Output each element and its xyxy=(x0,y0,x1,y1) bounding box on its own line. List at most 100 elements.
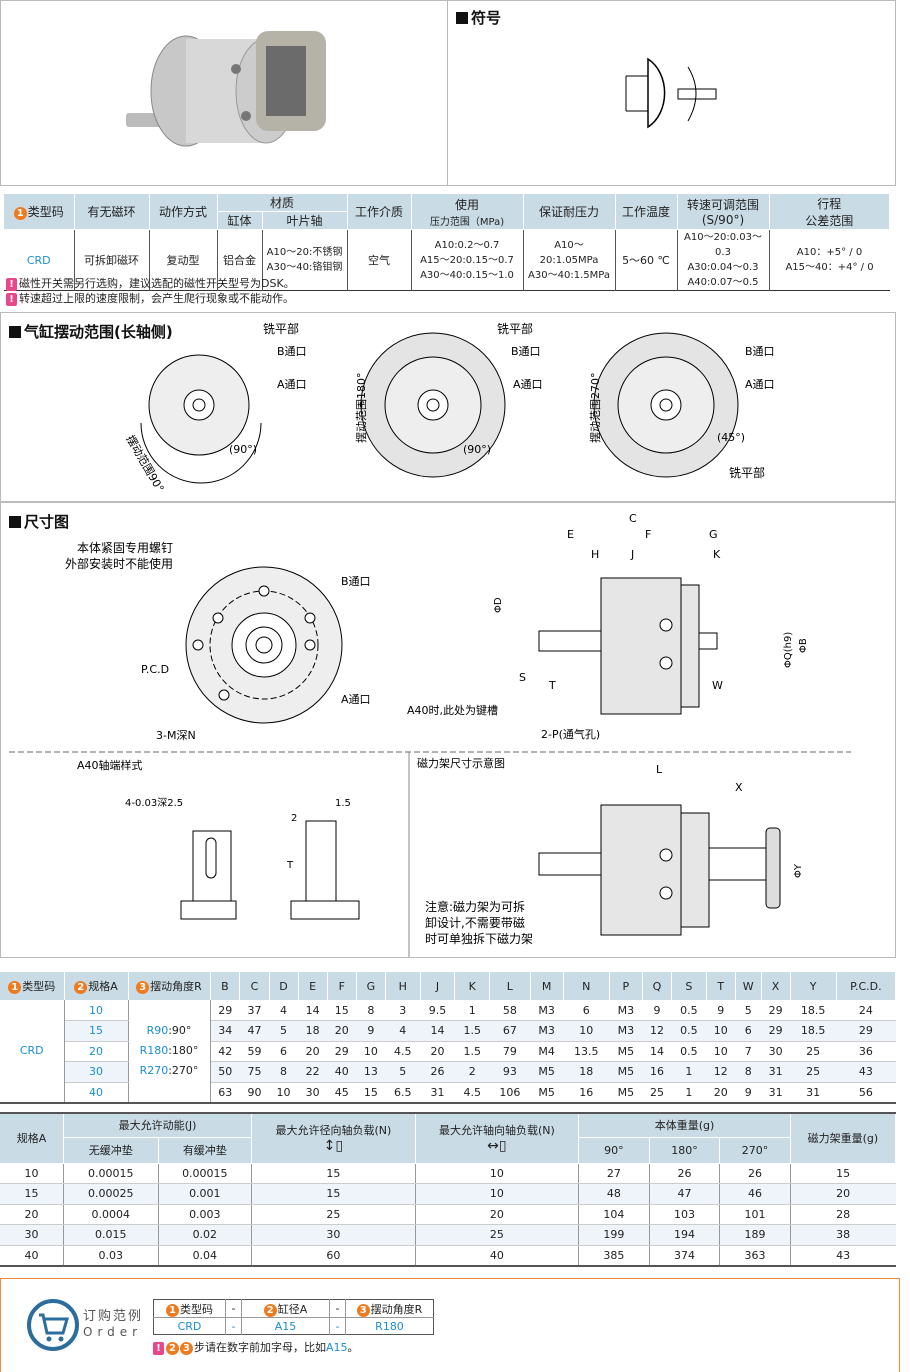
svg-text:摆动范围270°: 摆动范围270° xyxy=(588,373,602,444)
hdr-w180: 180° xyxy=(649,1137,721,1164)
table-cell: 8 xyxy=(356,1000,386,1021)
dims-header: S xyxy=(671,972,707,1000)
table-cell: 40 xyxy=(327,1061,357,1083)
table-cell: 0.00025 xyxy=(63,1183,159,1205)
table-cell: 4 xyxy=(385,1020,421,1042)
table-cell: 15 xyxy=(251,1183,416,1205)
order-hdr-bore: 缸径A xyxy=(277,1302,308,1316)
svg-text:T: T xyxy=(286,860,294,871)
cell-stroke: A15～40：+4° / 0 xyxy=(785,262,874,273)
table-cell: 29 xyxy=(761,1000,791,1021)
table-cell: 22 xyxy=(298,1061,328,1083)
table-cell: 24 xyxy=(836,1000,896,1021)
table-cell: 20 xyxy=(64,1041,129,1062)
table-cell: 10 xyxy=(64,1000,129,1021)
table-cell: 20 xyxy=(790,1183,896,1205)
table-cell: 40 xyxy=(415,1245,580,1266)
warning-icon: ! xyxy=(6,293,17,306)
table-cell: 0.0004 xyxy=(63,1204,159,1225)
table-cell: 4 xyxy=(269,1000,299,1021)
order-hdr-type: 类型码 xyxy=(180,1302,213,1316)
table-cell: 20 xyxy=(420,1041,455,1062)
table-cell: 363 xyxy=(719,1245,791,1266)
dims-header: J xyxy=(420,972,456,1000)
svg-text:H: H xyxy=(591,548,599,561)
cell-magnet: 可拆卸磁环 xyxy=(74,229,150,291)
svg-text:(45°): (45°) xyxy=(717,431,745,444)
table-cell: 14 xyxy=(298,1000,328,1021)
table-cell: M5 xyxy=(609,1041,643,1062)
table-cell: 8 xyxy=(735,1061,762,1083)
warning-icon: ! xyxy=(6,278,17,291)
table-cell: 6 xyxy=(269,1041,299,1062)
cell-proof: A10～20:1.05MPa xyxy=(539,239,599,266)
table-cell: 374 xyxy=(649,1245,721,1266)
svg-text:铣平部: 铣平部 xyxy=(263,321,299,336)
table-cell: 9 xyxy=(735,1082,762,1103)
hdr-pressure: 使用 xyxy=(454,197,479,212)
cell-proof: A30～40:1.5MPa xyxy=(528,269,610,281)
svg-text:A通口: A通口 xyxy=(513,378,543,391)
table-cell: 15 xyxy=(64,1020,129,1042)
order-val-type: CRD xyxy=(153,1317,226,1335)
svg-text:A40时,此处为键槽: A40时,此处为键槽 xyxy=(407,703,498,717)
dims-header: Y xyxy=(790,972,837,1000)
table-cell: 30 xyxy=(298,1082,328,1103)
table-cell: 37 xyxy=(239,1000,269,1021)
hdr-stroke-tol: 公差范围 xyxy=(805,213,854,228)
table-cell: 10 xyxy=(563,1020,610,1042)
table-cell: 50 xyxy=(210,1061,240,1083)
hdr-weight: 本体重量(g) xyxy=(578,1113,791,1138)
table-cell: 6.5 xyxy=(385,1082,421,1103)
table-cell: 25 xyxy=(790,1061,837,1083)
spec-notes: !磁性开关需另行选购，建议选配的磁性开关型号为DSK。 !转速超过上限的速度限制… xyxy=(6,276,295,306)
table-cell: 18 xyxy=(298,1020,328,1042)
svg-text:(90°): (90°) xyxy=(229,443,257,456)
table-cell: 40 xyxy=(64,1082,129,1103)
hdr-w90: 90° xyxy=(578,1137,650,1164)
svg-text:时可单独拆下磁力架: 时可单独拆下磁力架 xyxy=(425,931,533,946)
dims-header: B xyxy=(210,972,241,1000)
cell-vane: A10～20:不锈钢 xyxy=(266,247,343,258)
svg-text:A40轴端样式: A40轴端样式 xyxy=(77,758,143,772)
table-cell: 15 xyxy=(327,1000,357,1021)
hdr-body: 缸体 xyxy=(217,211,263,230)
table-cell: 29 xyxy=(836,1020,896,1042)
hdr-action: 动作方式 xyxy=(149,194,218,230)
table-cell: 0.04 xyxy=(158,1245,253,1266)
table-cell: 18.5 xyxy=(790,1000,837,1021)
badge-1: 1 xyxy=(13,207,27,220)
svg-text:2: 2 xyxy=(291,813,297,824)
table-cell: M3 xyxy=(530,1020,564,1042)
svg-text:E: E xyxy=(567,528,574,541)
order-hdr-angle: 摆动角度R xyxy=(370,1302,423,1316)
table-cell: 25 xyxy=(642,1082,672,1103)
table-cell: 26 xyxy=(649,1163,721,1184)
table-cell: 34 xyxy=(210,1020,240,1042)
table-cell: 14 xyxy=(420,1020,455,1042)
table-cell: 59 xyxy=(239,1041,269,1062)
table-cell: 10 xyxy=(415,1163,580,1184)
table-cell: M3 xyxy=(609,1020,643,1042)
svg-text:C: C xyxy=(629,512,637,525)
svg-text:B通口: B通口 xyxy=(341,575,371,588)
table-cell: 10 xyxy=(0,1163,65,1184)
table-cell: 67 xyxy=(489,1020,531,1042)
hdr-cushion: 有缓冲垫 xyxy=(158,1137,253,1164)
hdr-type: 类型码 xyxy=(27,205,64,219)
table-cell: 1 xyxy=(671,1082,707,1103)
cell-speed: A30:0.04～0.3 xyxy=(687,262,759,273)
svg-text:G: G xyxy=(709,528,718,541)
table-cell: 9 xyxy=(356,1020,386,1042)
table-cell: 29 xyxy=(761,1020,791,1042)
svg-text:L: L xyxy=(656,763,663,776)
table-cell: 20 xyxy=(706,1082,736,1103)
table-cell: 104 xyxy=(578,1204,650,1225)
